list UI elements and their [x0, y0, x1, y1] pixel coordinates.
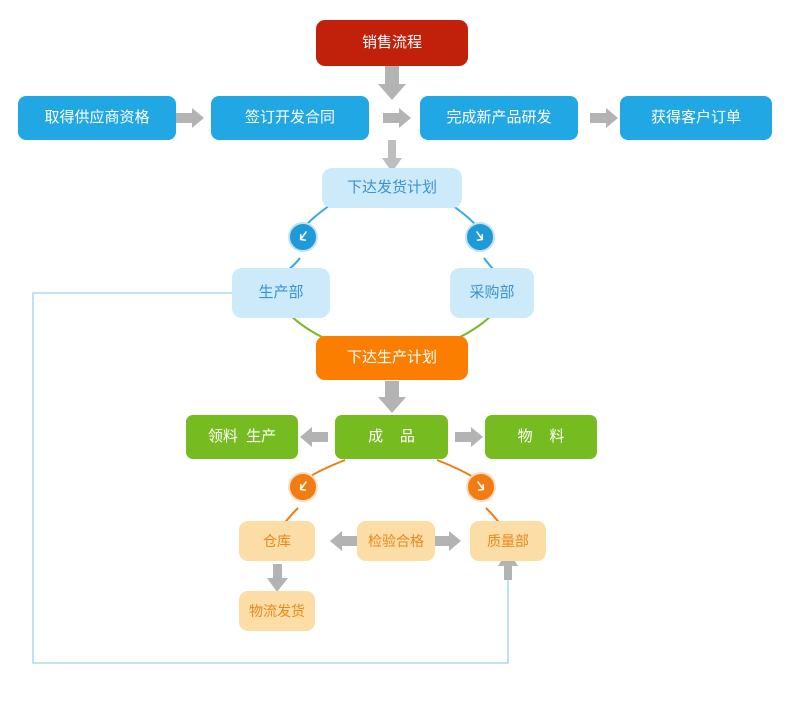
- node-finished-product[interactable]: 成 品: [335, 415, 448, 459]
- node-new-product-rnd[interactable]: 完成新产品研发: [420, 96, 578, 140]
- arrow-finished-to-picking: [300, 427, 328, 447]
- node-shipping-plan[interactable]: 下达发货计划: [322, 168, 462, 208]
- arrow-down-left-icon: [299, 481, 307, 491]
- arrow-down-left-icon: [299, 231, 307, 241]
- node-sales-process[interactable]: 销售流程: [316, 20, 468, 66]
- arrow-finished-to-material: [455, 427, 483, 447]
- badge-down-left-orange-icon[interactable]: [288, 472, 318, 502]
- node-label: 取得供应商资格: [44, 109, 150, 126]
- arrow-rnd-to-order: [590, 108, 618, 128]
- node-label: 完成新产品研发: [446, 109, 552, 126]
- arrow-inspection-to-quality: [434, 531, 461, 551]
- arrow-inspection-to-warehouse: [330, 531, 357, 551]
- badge-down-right-orange-icon[interactable]: [466, 472, 496, 502]
- node-production-plan[interactable]: 下达生产计划: [316, 336, 468, 380]
- node-label: 质量部: [487, 532, 529, 549]
- node-label: 物流发货: [249, 602, 305, 619]
- arrow-contract-to-rnd: [383, 108, 411, 128]
- node-label: 销售流程: [361, 34, 422, 51]
- node-production-department[interactable]: 生产部: [232, 268, 330, 318]
- arrow-down-right-icon: [476, 231, 484, 241]
- arrow-warehouse-to-logistics: [267, 564, 288, 592]
- node-label: 物 料: [517, 428, 565, 445]
- node-label: 获得客户订单: [650, 109, 741, 126]
- node-development-contract[interactable]: 签订开发合同: [211, 96, 369, 140]
- node-label: 生产部: [258, 284, 304, 301]
- node-material[interactable]: 物 料: [485, 415, 597, 459]
- badge-down-right-blue-icon[interactable]: [465, 222, 495, 252]
- arrow-production-plan-to-finished: [378, 381, 406, 413]
- node-label: 下达生产计划: [346, 349, 437, 366]
- node-quality-department[interactable]: 质量部: [470, 521, 546, 561]
- node-customer-order[interactable]: 获得客户订单: [620, 96, 772, 140]
- arrow-sales-to-row2: [378, 66, 406, 100]
- badge-down-left-blue-icon[interactable]: [288, 222, 318, 252]
- node-label: 仓库: [263, 532, 291, 549]
- node-label: 领料 生产: [207, 428, 277, 445]
- node-warehouse[interactable]: 仓库: [239, 521, 315, 561]
- node-label: 检验合格: [368, 532, 424, 549]
- node-purchasing-department[interactable]: 采购部: [450, 268, 534, 318]
- node-logistics-delivery[interactable]: 物流发货: [239, 591, 315, 631]
- node-label: 成 品: [368, 428, 415, 445]
- arrow-supplier-to-contract: [176, 108, 204, 128]
- node-picking-production[interactable]: 领料 生产: [186, 415, 298, 459]
- node-supplier-qualification[interactable]: 取得供应商资格: [18, 96, 176, 140]
- node-inspection-passed[interactable]: 检验合格: [357, 521, 435, 561]
- node-label: 签订开发合同: [244, 109, 335, 126]
- arrow-down-right-icon: [477, 481, 485, 491]
- node-label: 下达发货计划: [346, 179, 437, 196]
- node-label: 采购部: [469, 284, 515, 301]
